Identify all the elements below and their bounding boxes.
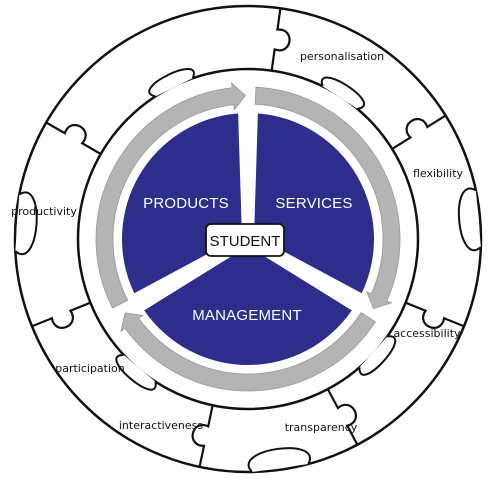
sector-label-products: PRODUCTS (143, 195, 229, 212)
ring-label-accessibility: accessibility (393, 327, 461, 340)
ring-label-flexibility: flexibility (413, 167, 464, 180)
center-label-student: STUDENT (210, 233, 281, 250)
puzzle-divider (326, 388, 359, 446)
arrow-arc-2 (254, 86, 401, 310)
puzzle-knob (358, 335, 397, 376)
puzzle-knob (320, 76, 366, 110)
sector-label-services: SERVICES (275, 195, 352, 212)
puzzle-knob (247, 447, 311, 473)
center-box (205, 223, 285, 257)
inner-ring-border (76, 67, 420, 411)
arrow-arc-1 (95, 81, 247, 309)
puzzle-divider (405, 301, 465, 329)
ring-label-transparency: transparency (285, 421, 358, 434)
ring-label-interactiveness: interactiveness (119, 419, 204, 432)
puzzle-knob (148, 68, 195, 98)
puzzle-divider (31, 301, 91, 329)
puzzle-divider (45, 121, 102, 155)
ring-label-participation: participation (55, 362, 125, 375)
puzzle-divider (191, 405, 214, 468)
arrow-arc-3 (120, 311, 377, 392)
puzzle-knob (457, 187, 482, 252)
puzzle-divider (391, 114, 447, 150)
puzzle-knob (115, 353, 157, 391)
sector-label-management: MANAGEMENT (192, 307, 302, 324)
circular-arrow-ring (95, 81, 401, 392)
ring-label-productivity: productivity (11, 205, 77, 218)
outer-ring-border (13, 4, 483, 474)
puzzle-knob (14, 191, 38, 256)
ring-label-personalisation: personalisation (300, 50, 384, 63)
sector-management (144, 246, 352, 366)
puzzle-piece-dividers (14, 8, 482, 473)
puzzle-divider (270, 8, 291, 71)
